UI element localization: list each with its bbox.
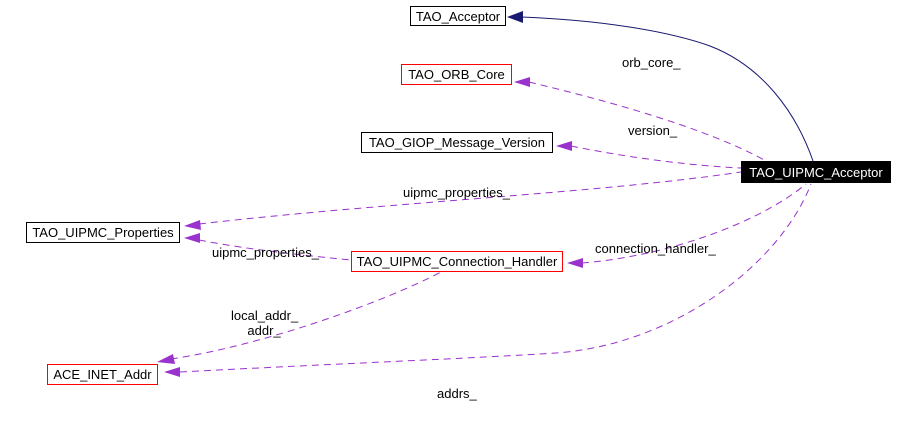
usage-edge-connection-handler (567, 183, 807, 268)
usage-edge-local-addr (157, 271, 442, 364)
edge-label-uipmc-properties-acceptor: uipmc_properties_ (403, 185, 510, 200)
edge-label-connection-handler: connection_handler_ (595, 241, 716, 256)
usage-edge-version (556, 141, 742, 169)
usage-arrowhead-icon (567, 258, 583, 268)
usage-arrowhead-icon (164, 367, 180, 377)
usage-arrowhead-icon (157, 354, 175, 364)
class-box-tao-uipmc-acceptor-main: TAO_UIPMC_Acceptor (741, 161, 891, 183)
usage-arrowhead-icon (184, 220, 201, 230)
usage-arrowhead-icon (514, 77, 530, 87)
edge-label-version: version_ (628, 123, 678, 138)
inheritance-arrowhead-icon (507, 11, 523, 23)
class-box-tao-orb-core[interactable]: TAO_ORB_Core (401, 64, 512, 85)
edge-label-uipmc-properties-handler: uipmc_properties_ (212, 245, 319, 260)
class-box-ace-inet-addr[interactable]: ACE_INET_Addr (47, 364, 158, 385)
usage-arrowhead-icon (556, 141, 572, 151)
edge-label-local-addr-addr: local_addr_ addr_ (231, 308, 299, 338)
class-box-tao-giop-message-version[interactable]: TAO_GIOP_Message_Version (361, 132, 553, 153)
usage-arrowhead-icon (184, 233, 200, 243)
class-box-tao-uipmc-connection-handler[interactable]: TAO_UIPMC_Connection_Handler (351, 251, 563, 272)
class-box-tao-acceptor[interactable]: TAO_Acceptor (410, 6, 506, 26)
class-box-tao-uipmc-properties[interactable]: TAO_UIPMC_Properties (26, 222, 180, 243)
edge-label-addrs: addrs_ (437, 386, 477, 401)
inheritance-edge-to-tao-acceptor (507, 11, 814, 162)
edge-label-local-addr: local_addr_ (231, 308, 299, 323)
edge-label-orb-core: orb_core_ (622, 55, 681, 70)
usage-edge-uipmc-properties-from-handler (184, 233, 352, 261)
usage-edge-uipmc-properties-from-acceptor (184, 171, 742, 230)
usage-edge-addrs (164, 183, 812, 377)
usage-edge-orb-core (514, 77, 767, 162)
edge-label-addr: addr_ (247, 323, 281, 338)
